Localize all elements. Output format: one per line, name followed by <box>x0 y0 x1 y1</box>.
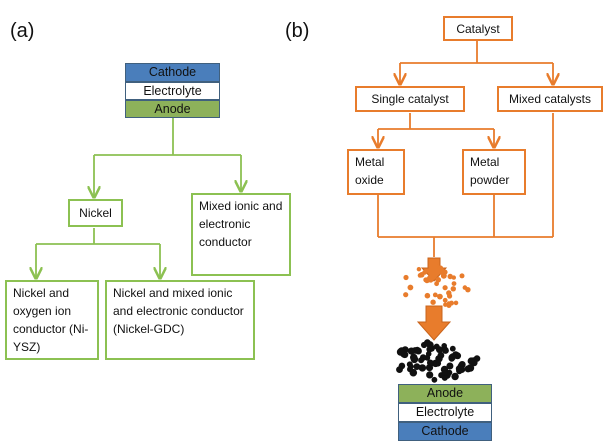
catalyst-particle <box>435 277 442 283</box>
catalyst-particle <box>403 274 409 281</box>
anode-particle <box>414 346 421 353</box>
catalyst-particle <box>417 273 423 278</box>
single-catalyst-box: Single catalyst <box>355 86 465 112</box>
catalyst-particle <box>450 286 456 292</box>
catalyst-particle <box>459 273 465 279</box>
down-arrow-icon <box>420 257 448 282</box>
catalyst-particle <box>447 273 453 280</box>
catalyst-particle <box>453 300 459 306</box>
panel-a-connectors <box>36 117 241 277</box>
catalyst-particle <box>416 267 422 272</box>
catalyst-particle <box>442 297 448 303</box>
anode-particle <box>446 369 453 376</box>
catalyst-particle <box>427 270 433 275</box>
catalyst-particle <box>432 263 439 269</box>
stack-b-cathode-layer: Cathode <box>398 422 492 441</box>
stack-cathode-layer: Cathode <box>125 63 220 82</box>
anode-particle <box>423 339 431 347</box>
catalyst-particle <box>449 300 454 306</box>
catalyst-particle <box>432 292 438 298</box>
anode-particle <box>407 366 413 373</box>
anode-particle <box>431 376 438 383</box>
catalyst-particle <box>442 285 448 291</box>
nickel-ysz-box: Nickel and oxygen ion conductor (Ni-YSZ) <box>5 280 99 360</box>
nickel-gdc-box: Nickel and mixed ionic and electronic co… <box>105 280 255 360</box>
metal-oxide-box: Metal oxide <box>347 149 405 195</box>
nickel-box: Nickel <box>68 199 123 227</box>
catalyst-particle <box>403 292 409 298</box>
catalyst-particle <box>422 270 427 275</box>
catalyst-particle <box>430 299 436 305</box>
catalyst-particle <box>451 275 456 280</box>
anode-particle <box>427 359 434 366</box>
catalyst-particle <box>437 293 443 300</box>
anode-particle <box>425 364 434 372</box>
stack-b-anode-layer: Anode <box>398 384 492 403</box>
mixed-conductor-box: Mixed ionic and electronic conductor <box>191 193 291 276</box>
anode-particle <box>410 355 419 364</box>
anode-particle <box>418 357 425 364</box>
anode-particle <box>441 369 448 376</box>
catalyst-particle <box>447 293 453 299</box>
anode-particle <box>442 347 449 354</box>
stack-electrolyte-layer: Electrolyte <box>125 82 220 100</box>
stack-b-electrolyte-layer: Electrolyte <box>398 403 492 422</box>
anode-particle <box>449 353 457 361</box>
anode-particle <box>464 365 472 373</box>
catalyst-box: Catalyst <box>443 16 513 41</box>
anode-particle <box>449 345 456 352</box>
anode-particle <box>396 348 405 356</box>
anode-particle <box>406 361 413 368</box>
catalyst-particle <box>451 281 457 286</box>
catalyst-particle <box>424 292 431 299</box>
anode-particle <box>418 364 427 372</box>
catalyst-particle <box>441 272 447 279</box>
panel-a-label: (a) <box>10 20 35 42</box>
catalyst-particle <box>423 277 429 283</box>
anode-particle <box>451 372 459 381</box>
anode-particle <box>426 371 434 379</box>
anode-particle <box>425 351 432 357</box>
anode-particle <box>413 363 421 370</box>
panel-b-label: (b) <box>285 20 310 42</box>
catalyst-particle <box>443 302 448 307</box>
catalyst-particles <box>403 263 471 308</box>
anode-particles <box>396 339 481 383</box>
anode-particle <box>433 343 440 350</box>
mixed-catalysts-box: Mixed catalysts <box>497 86 603 112</box>
catalyst-particle <box>428 277 434 283</box>
anode-particle <box>396 366 403 373</box>
panel-b-connectors <box>378 40 553 257</box>
process-arrow-icon <box>416 305 452 341</box>
anode-particle <box>435 355 443 363</box>
anode-particle <box>467 357 475 365</box>
catalyst-particle <box>465 287 471 293</box>
catalyst-particle <box>407 284 414 291</box>
anode-particle <box>458 366 466 374</box>
catalyst-particle <box>434 281 439 287</box>
catalyst-particle <box>437 265 444 272</box>
stack-anode-layer: Anode <box>125 100 220 118</box>
metal-powder-box: Metal powder <box>462 149 526 195</box>
anode-particle <box>446 362 454 370</box>
